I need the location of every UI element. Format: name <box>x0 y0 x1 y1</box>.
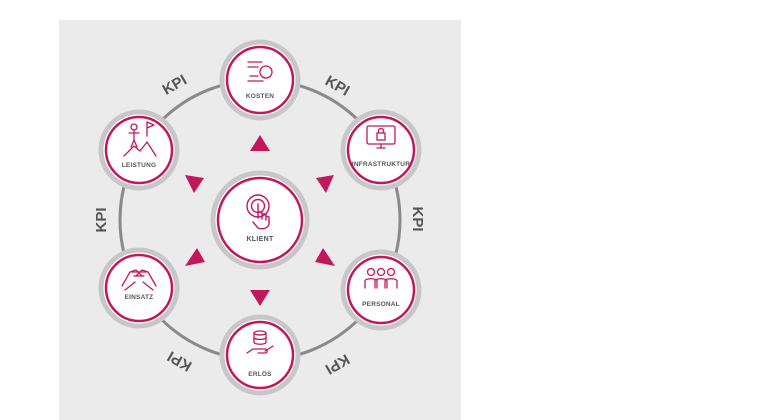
center-label: KLIENT <box>246 236 273 243</box>
node-kosten[interactable]: KOSTEN <box>219 39 301 121</box>
node-infrastruktur[interactable]: INFRASTRUKTUR <box>340 109 422 191</box>
kpi-label-right: KPI <box>409 206 426 231</box>
arrow-down <box>250 290 270 306</box>
node-label-erloes: ERLÖS <box>248 369 272 378</box>
kpi-label-top-left: KPI <box>160 71 190 98</box>
node-label-einsatz: EINSATZ <box>125 294 154 301</box>
hand-coins-icon <box>246 330 274 354</box>
people-group-icon <box>364 267 398 289</box>
monitor-lock-icon <box>366 125 396 149</box>
coin-flow-icon <box>247 61 273 82</box>
node-erloes[interactable]: ERLÖS <box>219 314 301 396</box>
kpi-label-bottom-right: KPI <box>322 350 352 377</box>
node-label-infrastruktur: INFRASTRUKTUR <box>352 161 410 168</box>
node-einsatz[interactable]: EINSATZ <box>98 247 180 329</box>
node-label-personal: PERSONAL <box>362 301 400 308</box>
arrows <box>185 135 335 306</box>
arrow-up-left <box>185 175 204 193</box>
arrow-down-left <box>185 248 205 266</box>
center-node-klient[interactable]: KLIENT <box>210 170 310 270</box>
arrow-up <box>250 135 270 151</box>
arrow-down-right <box>315 248 335 266</box>
kpi-label-left: KPI <box>93 207 110 232</box>
node-label-leistung: LEISTUNG <box>122 162 156 169</box>
arrow-up-right <box>316 175 334 193</box>
node-personal[interactable]: PERSONAL <box>340 249 422 331</box>
node-leistung[interactable]: LEISTUNG <box>98 109 180 191</box>
node-label-kosten: KOSTEN <box>246 93 274 100</box>
person-flag-mountain-icon <box>123 121 157 157</box>
handshake-icon <box>121 269 157 291</box>
kpi-label-bottom-left: KPI <box>165 347 195 374</box>
hand-pointer-icon <box>246 194 270 230</box>
